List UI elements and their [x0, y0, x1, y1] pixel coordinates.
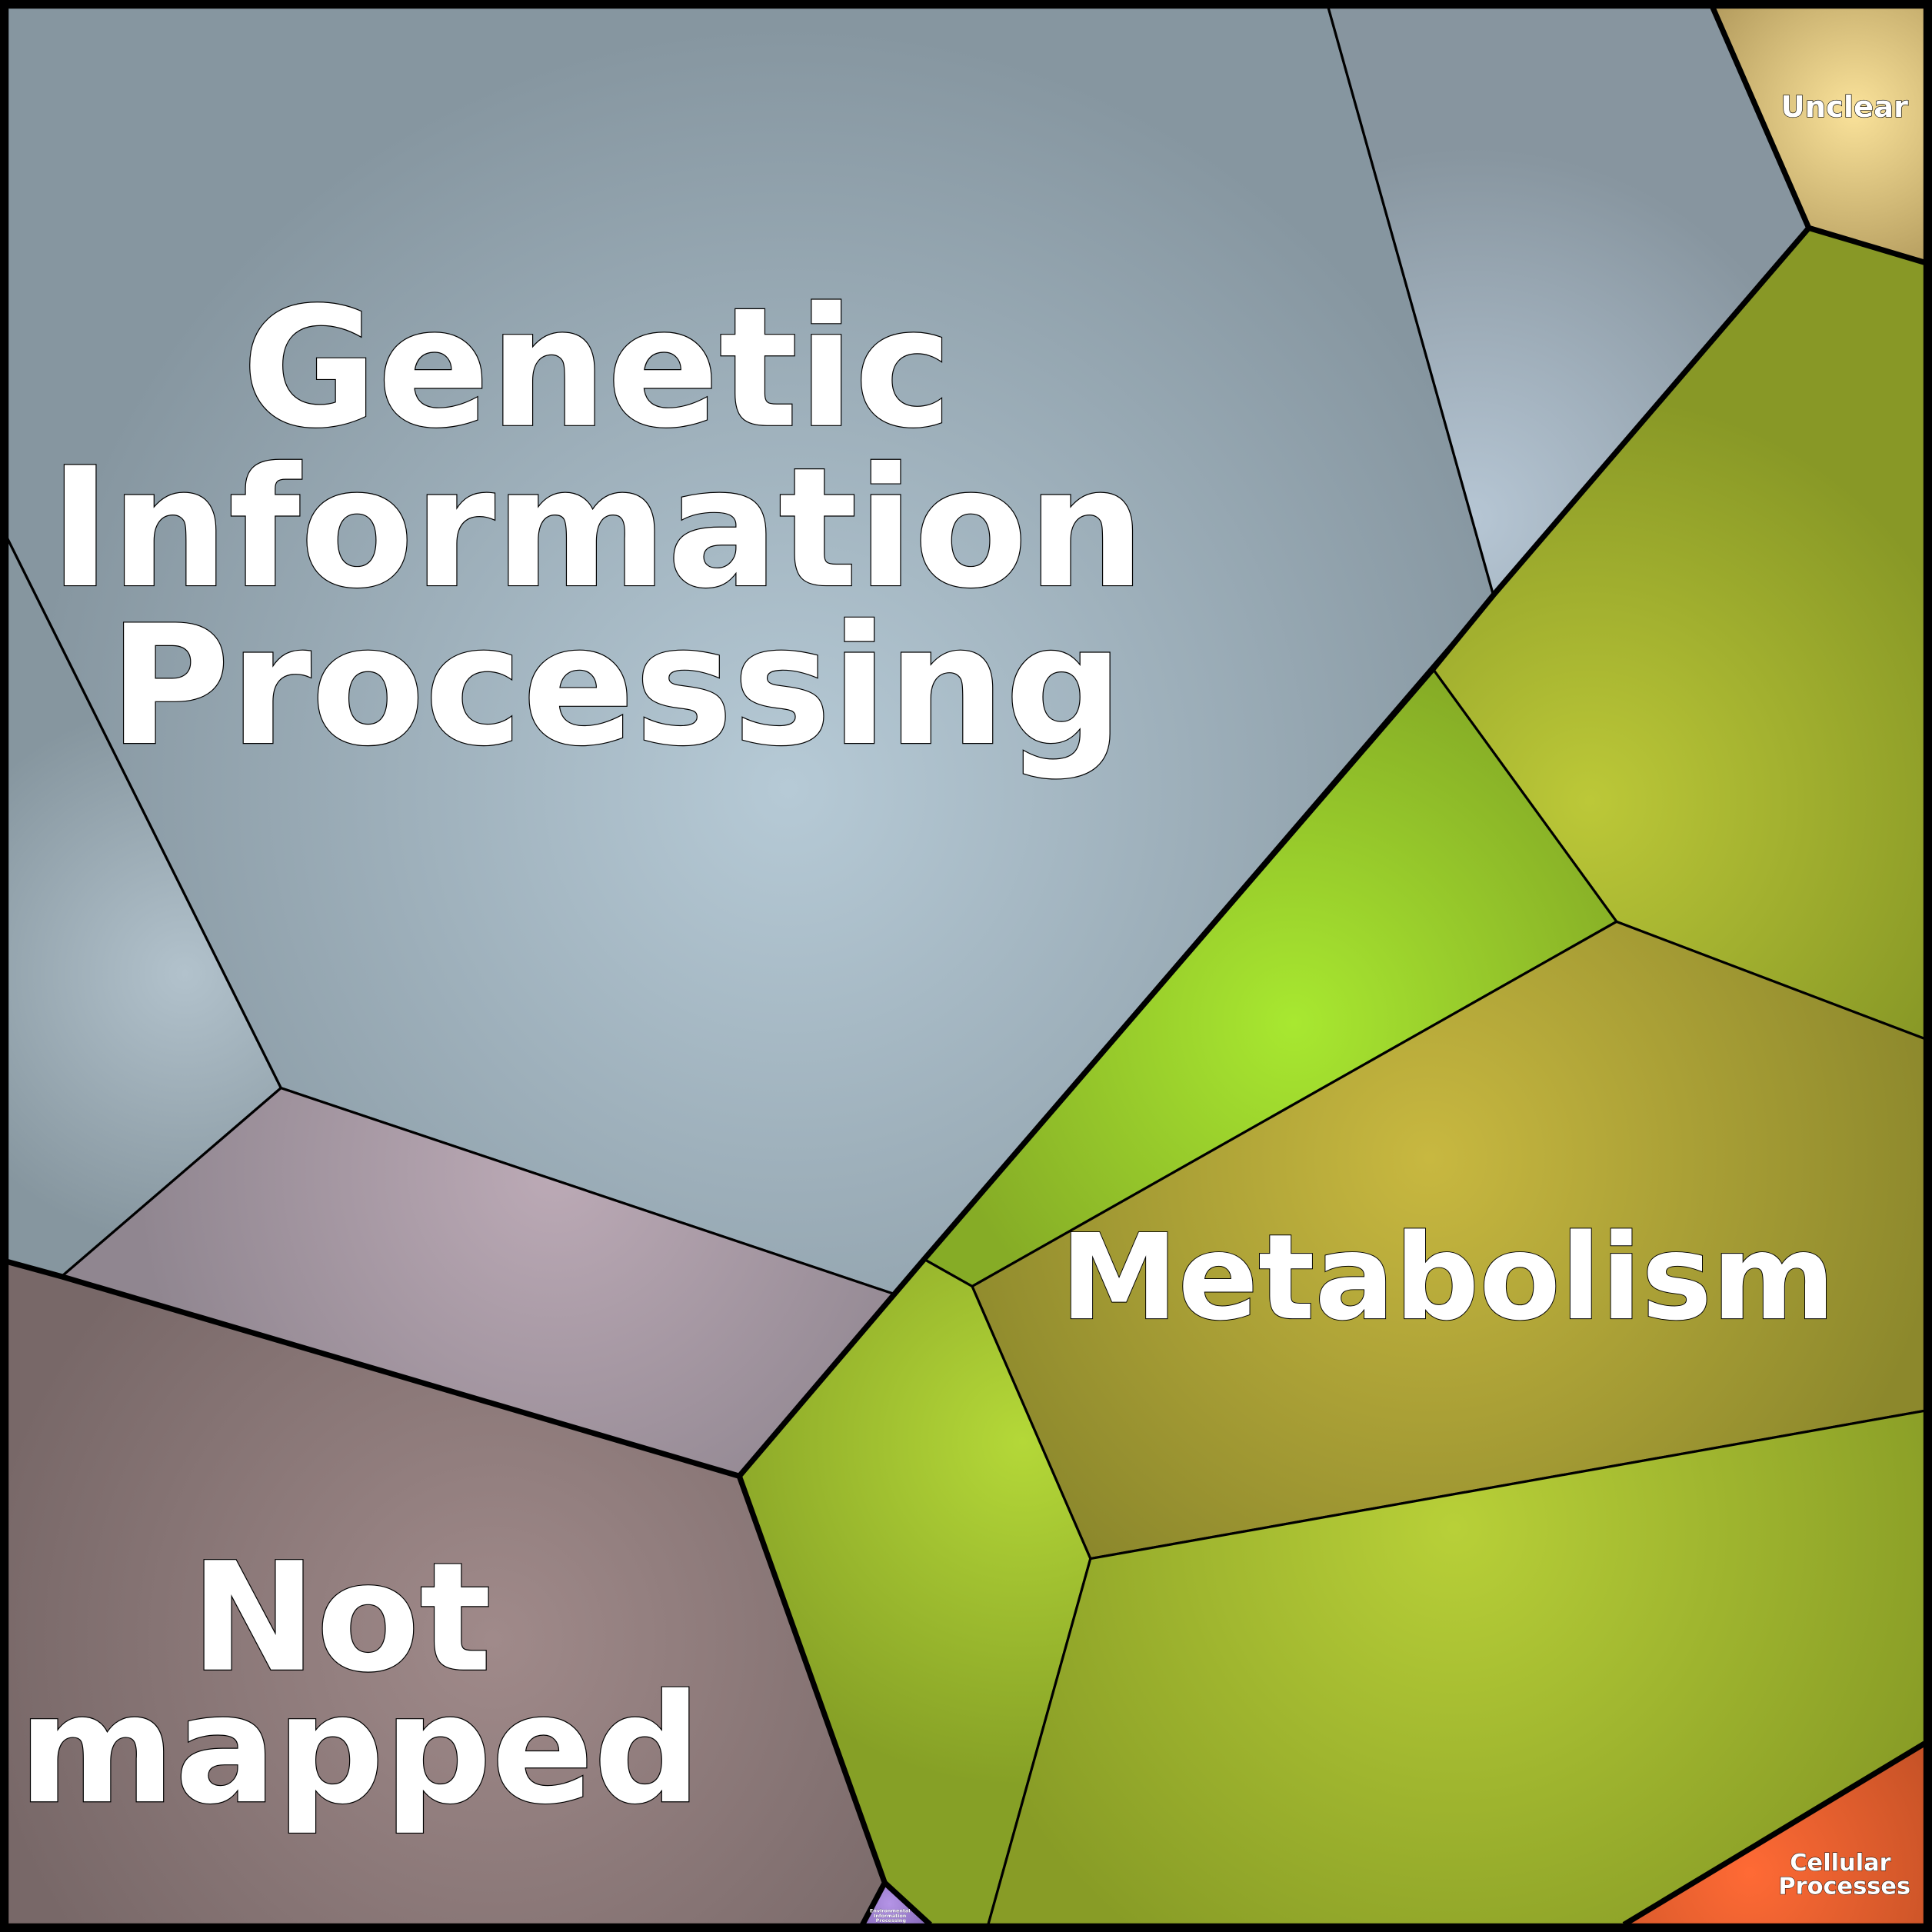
label-cellular-processes: Cellular Processes: [1778, 1850, 1910, 1900]
group-metabolism: [738, 226, 1926, 1926]
label-unclear: Unclear: [1781, 90, 1909, 125]
label-genetic-information-processing: Genetic Information Processing: [49, 272, 1202, 782]
label-metabolism: Metabolism: [1061, 1209, 1836, 1347]
label-environmental-information-processing: Environmental Information Processing: [870, 1907, 912, 1924]
label-not-mapped: Not mapped: [18, 1531, 701, 1837]
